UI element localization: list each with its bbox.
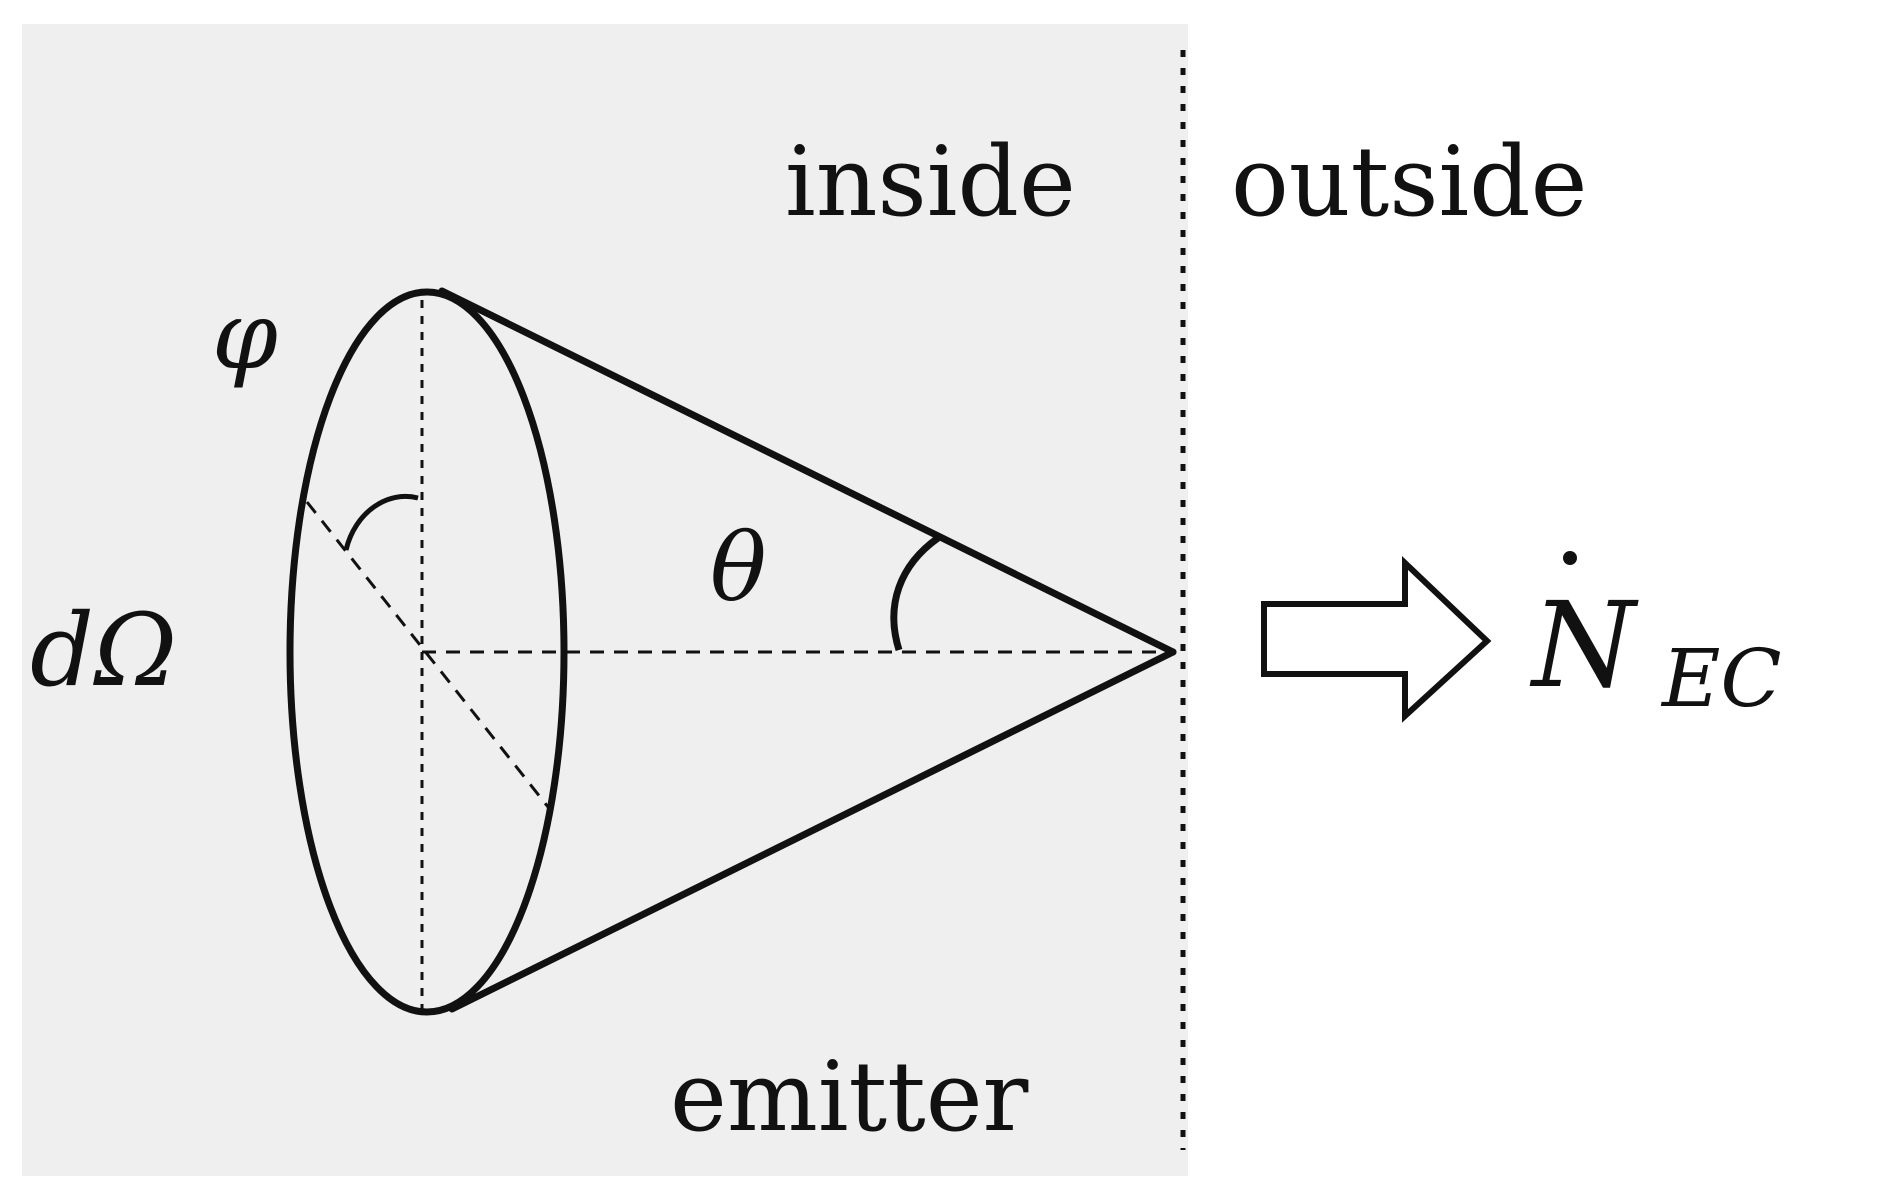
diagonal-diameter-line (305, 501, 554, 813)
theta-angle-arc (890, 535, 941, 652)
phi-angle-arc (343, 494, 419, 551)
n-subscript: EC (1660, 632, 1782, 725)
n-ec-symbol: N EC (1529, 551, 1782, 725)
inside-label: inside (785, 126, 1076, 238)
theta-symbol: θ (710, 514, 767, 623)
cone-guide-lines (305, 300, 1175, 1015)
cone-generators (438, 287, 1177, 1013)
cone-upper-edge (438, 287, 1177, 656)
d-omega-symbol: dΩ (30, 592, 177, 709)
n-dot (1563, 551, 1577, 565)
n-symbol: N (1529, 576, 1639, 714)
outside-label: outside (1231, 126, 1587, 238)
cone-base-ellipse (286, 288, 568, 1016)
phi-symbol: φ (212, 282, 278, 391)
emitter-region (22, 24, 1188, 1176)
emitter-label: emitter (670, 1041, 1029, 1153)
hollow-right-arrow-icon (1261, 556, 1492, 723)
cone-lower-edge (448, 648, 1177, 1013)
